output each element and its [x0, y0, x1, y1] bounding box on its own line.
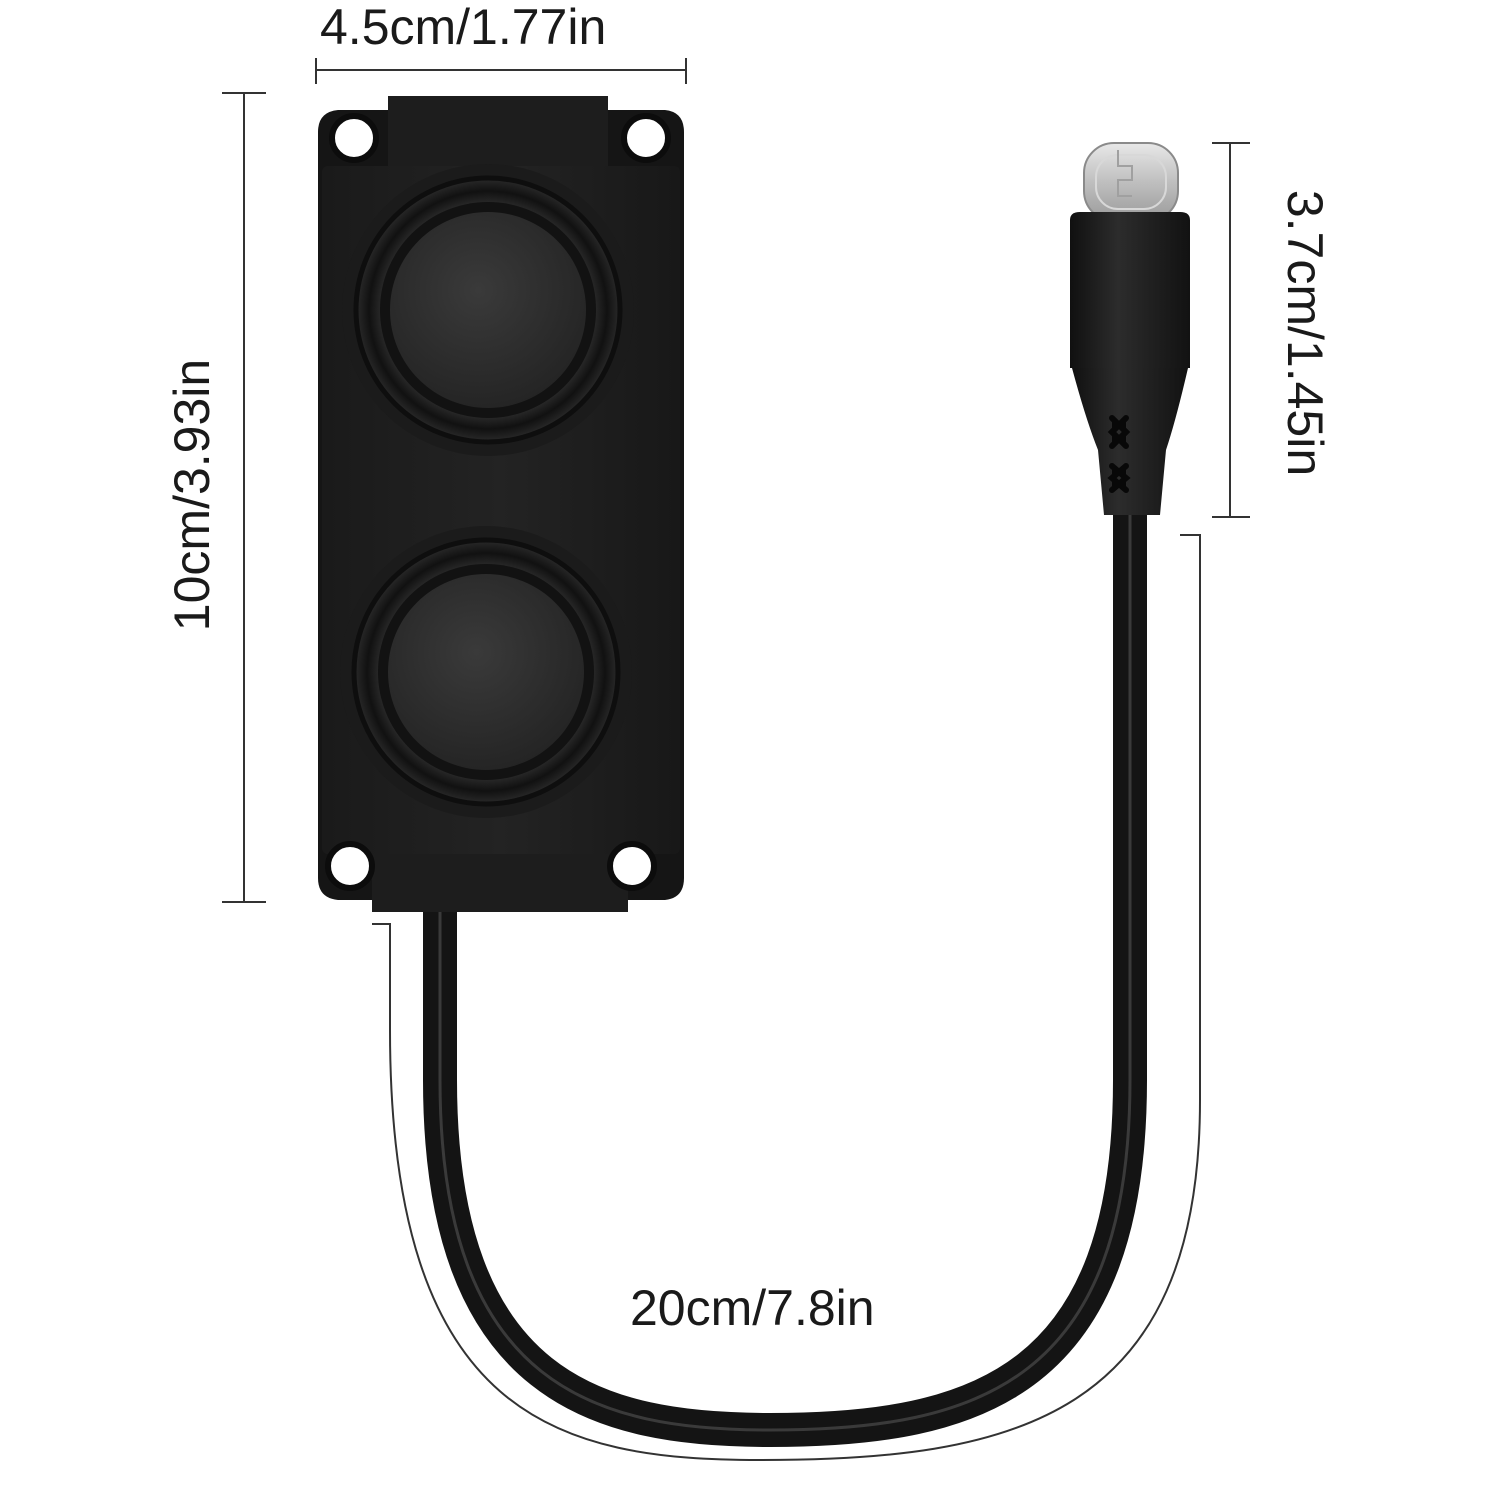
width-dimension-label: 4.5cm/1.77in	[320, 0, 607, 55]
mounting-hole-icon	[325, 841, 375, 891]
mounting-hole-icon	[621, 113, 671, 163]
height-dimension-line	[222, 92, 266, 903]
speaker-driver-top	[342, 164, 634, 456]
speaker-body	[318, 96, 684, 912]
mounting-hole-icon	[607, 841, 657, 891]
grip-mark-icon	[1107, 415, 1131, 493]
cable	[423, 493, 1147, 1448]
mounting-hole-icon	[329, 113, 379, 163]
height-dimension-label: 10cm/3.93in	[164, 358, 220, 632]
width-dimension-line	[315, 58, 687, 84]
cable-length-label: 20cm/7.8in	[630, 1280, 875, 1336]
plug-dimension-line	[1212, 142, 1250, 518]
plug-length-label: 3.7cm/1.45in	[1277, 189, 1333, 477]
cable-length-guide	[372, 534, 1201, 1462]
usb-c-plug	[1070, 142, 1190, 515]
speaker-driver-bottom	[340, 526, 632, 818]
